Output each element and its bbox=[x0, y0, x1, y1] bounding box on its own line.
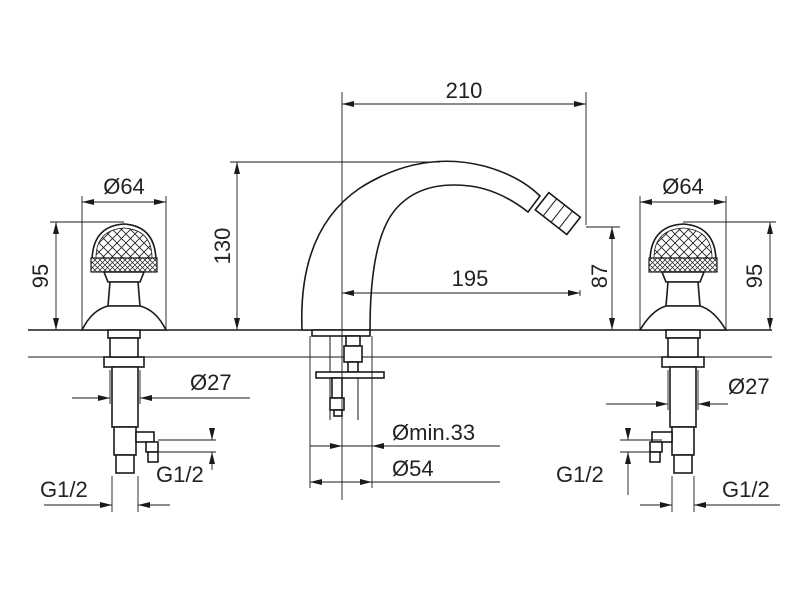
dim-base-diameter: Ø54 bbox=[392, 456, 434, 481]
dim-87: 87 bbox=[587, 264, 612, 288]
dim-left-shank: Ø27 bbox=[190, 370, 232, 395]
dim-right-height: 95 bbox=[742, 264, 767, 288]
dim-left-inlet-thread: G1/2 bbox=[40, 477, 88, 502]
dim-right-outlet-thread: G1/2 bbox=[556, 462, 604, 487]
dim-210: 210 bbox=[446, 78, 483, 103]
dimension-lines bbox=[44, 92, 780, 512]
dim-left-height: 95 bbox=[28, 264, 53, 288]
dim-right-inlet-thread: G1/2 bbox=[722, 477, 770, 502]
left-handle bbox=[80, 223, 168, 474]
dim-195: 195 bbox=[452, 266, 489, 291]
right-handle bbox=[638, 223, 728, 474]
dim-right-diameter: Ø64 bbox=[662, 174, 704, 199]
dim-130: 130 bbox=[210, 228, 235, 265]
dim-right-shank: Ø27 bbox=[728, 374, 770, 399]
dim-left-outlet-thread: G1/2 bbox=[156, 462, 204, 487]
spout bbox=[300, 160, 582, 420]
dimension-labels: 210 195 130 87 Ømin.33 Ø54 Ø64 95 Ø27 G1… bbox=[28, 78, 770, 502]
dim-min-hole: Ømin.33 bbox=[392, 420, 475, 445]
dim-left-diameter: Ø64 bbox=[103, 174, 145, 199]
